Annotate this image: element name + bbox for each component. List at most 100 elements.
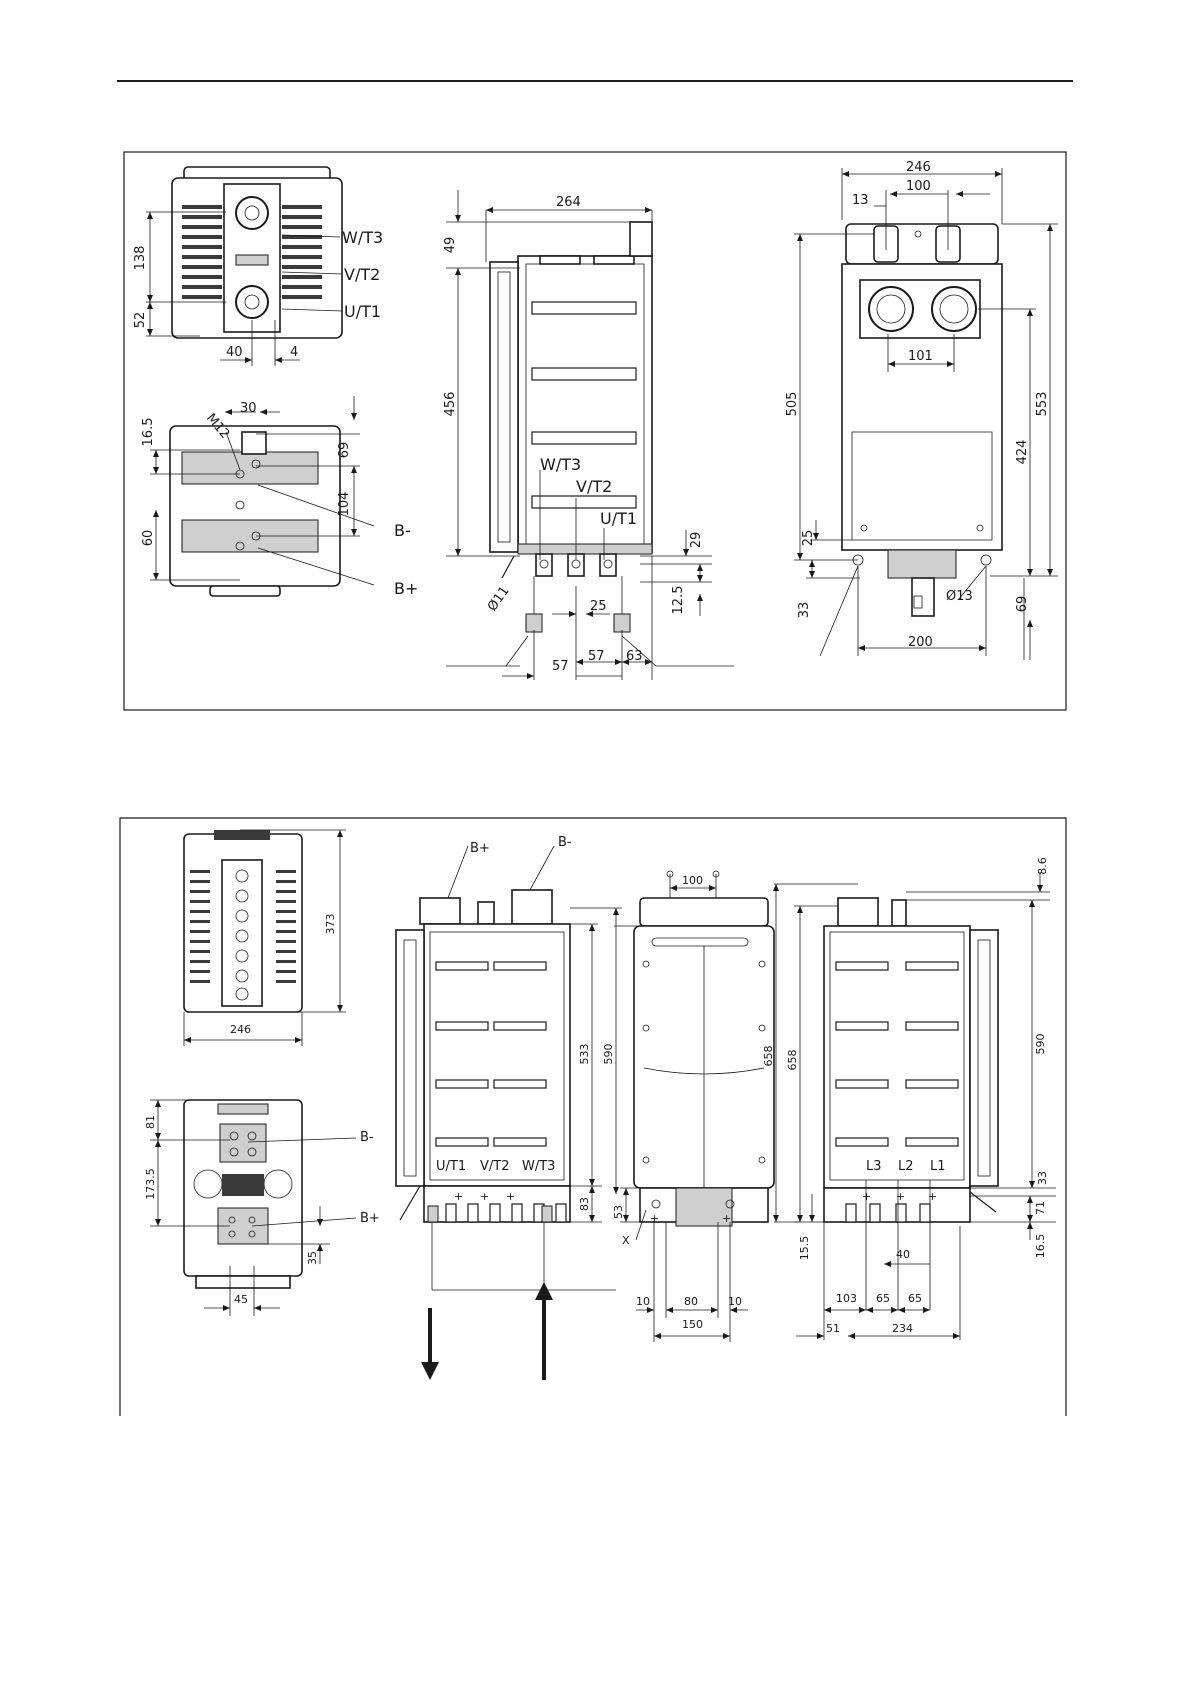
label-u-t1: U/T1 (344, 302, 381, 321)
dim-658-b: 658 (786, 1050, 799, 1071)
label-fig2-l2: L2 (898, 1159, 914, 1174)
label-fig2-l1: L1 (930, 1159, 946, 1174)
dim-69-b: 69 (1015, 596, 1030, 613)
dim-49: 49 (443, 237, 458, 254)
dim-505: 505 (785, 392, 800, 417)
dim-81: 81 (144, 1115, 157, 1129)
header-rule (117, 80, 1073, 82)
dim-57-b: 57 (588, 649, 605, 664)
dim-10-b: 10 (728, 1295, 742, 1308)
label-side-w-t3: W/T3 (540, 455, 581, 474)
fig2-top-view: 373 246 (183, 829, 346, 1046)
dim-29: 29 (689, 532, 704, 549)
dim-25-b: 25 (801, 530, 816, 547)
dim-33-b: 33 (1036, 1171, 1049, 1185)
label-fig2-b-plus-top: B+ (470, 841, 490, 856)
dim-100-front: 100 (682, 874, 703, 887)
dim-101: 101 (908, 349, 933, 364)
svg-text:+: + (862, 1190, 871, 1203)
dim-40: 40 (226, 345, 243, 360)
dim-35: 35 (306, 1251, 319, 1265)
dim-15-5: 15.5 (798, 1236, 811, 1261)
label-fig2-b-minus: B- (360, 1130, 374, 1145)
fig1-top-view: W/T3 V/T2 U/T1 138 52 40 4 (133, 166, 383, 366)
svg-text:+: + (454, 1190, 463, 1203)
fig2-front-view: ++ 100 53 X 658 10 80 10 (612, 870, 858, 1342)
dim-264: 264 (556, 195, 581, 210)
label-fig2-b-plus: B+ (360, 1211, 380, 1226)
label-fig2-l3: L3 (866, 1159, 882, 1174)
dim-533: 533 (578, 1044, 591, 1065)
dim-69-a: 69 (337, 442, 352, 459)
label-side-u-t1: U/T1 (600, 509, 637, 528)
svg-text:+: + (722, 1212, 731, 1225)
dim-373: 373 (324, 914, 337, 935)
dim-246: 246 (906, 160, 931, 175)
dim-10-a: 10 (636, 1295, 650, 1308)
dim-138: 138 (133, 246, 148, 271)
fig1-side-view: W/T3 V/T2 U/T1 264 49 456 29 12.5 (443, 190, 734, 680)
dim-590-a: 590 (602, 1044, 615, 1065)
dim-456: 456 (443, 392, 458, 417)
dim-590-b: 590 (1034, 1034, 1047, 1055)
fig1-bottom-view: B- B+ M12 30 16.5 60 69 104 (141, 396, 418, 598)
fig2-left-side-view: B+ B- +++ U/T1 V/T2 W/T (395, 835, 622, 1380)
dim-12-5: 12.5 (671, 586, 686, 615)
dim-104: 104 (337, 492, 352, 517)
label-fig2-w-t3: W/T3 (522, 1159, 555, 1174)
figure-2: 373 246 B- B+ (119, 817, 1067, 1416)
dim-16-5-b: 16.5 (1034, 1234, 1047, 1259)
dim-25-a: 25 (590, 599, 607, 614)
dim-16-5: 16.5 (141, 418, 156, 447)
dim-80: 80 (684, 1295, 698, 1308)
label-fig2-v-t2: V/T2 (480, 1159, 510, 1174)
dim-8-6: 8.6 (1036, 857, 1049, 875)
figure-2-frame (119, 817, 1067, 1416)
dim-658-a: 658 (762, 1046, 775, 1067)
dim-200: 200 (908, 635, 933, 650)
dim-51: 51 (826, 1322, 840, 1335)
svg-text:+: + (480, 1190, 489, 1203)
dim-424: 424 (1015, 440, 1030, 465)
fig1-front-view: 246 100 13 101 505 553 424 25 (785, 160, 1058, 660)
label-b-plus: B+ (394, 579, 418, 598)
dim-103: 103 (836, 1292, 857, 1305)
dim-52: 52 (133, 312, 148, 329)
label-fig2-u-t1: U/T1 (436, 1159, 466, 1174)
dim-65-b: 65 (908, 1292, 922, 1305)
dim-53: 53 (612, 1205, 625, 1219)
svg-text:+: + (928, 1190, 937, 1203)
fig2-bottom-view: B- B+ 81 173.5 35 45 (144, 1099, 380, 1316)
dim-100: 100 (906, 179, 931, 194)
dim-57-a: 57 (552, 659, 569, 674)
dim-d13: Ø13 (946, 589, 973, 604)
arrow-down-icon (421, 1308, 439, 1380)
dim-4: 4 (290, 345, 298, 360)
dim-60: 60 (141, 530, 156, 547)
label-v-t2: V/T2 (344, 265, 380, 284)
dim-83: 83 (578, 1197, 591, 1211)
dim-150: 150 (682, 1318, 703, 1331)
label-b-minus: B- (394, 521, 411, 540)
dim-71: 71 (1034, 1201, 1047, 1215)
dim-45: 45 (234, 1293, 248, 1306)
label-fig2-b-minus-top: B- (558, 835, 572, 850)
fig2-right-side-view: + + + L3 L2 L1 658 15.5 8.6 590 33 71 16.5 (786, 857, 1056, 1340)
dim-246-top: 246 (230, 1023, 251, 1036)
label-side-v-t2: V/T2 (576, 477, 612, 496)
dim-553: 553 (1035, 392, 1050, 417)
dim-30: 30 (240, 401, 257, 416)
dim-234: 234 (892, 1322, 913, 1335)
dim-63: 63 (626, 649, 643, 664)
dim-40-b: 40 (896, 1248, 910, 1261)
arrow-up-icon (535, 1282, 553, 1380)
dim-d11: Ø11 (485, 584, 513, 615)
figure-1: W/T3 V/T2 U/T1 138 52 40 4 (123, 151, 1067, 711)
svg-text:+: + (896, 1190, 905, 1203)
dim-33: 33 (797, 602, 812, 619)
dim-13: 13 (852, 193, 869, 208)
label-w-t3: W/T3 (342, 228, 383, 247)
dim-65-a: 65 (876, 1292, 890, 1305)
label-fig2-x: X (622, 1234, 630, 1247)
